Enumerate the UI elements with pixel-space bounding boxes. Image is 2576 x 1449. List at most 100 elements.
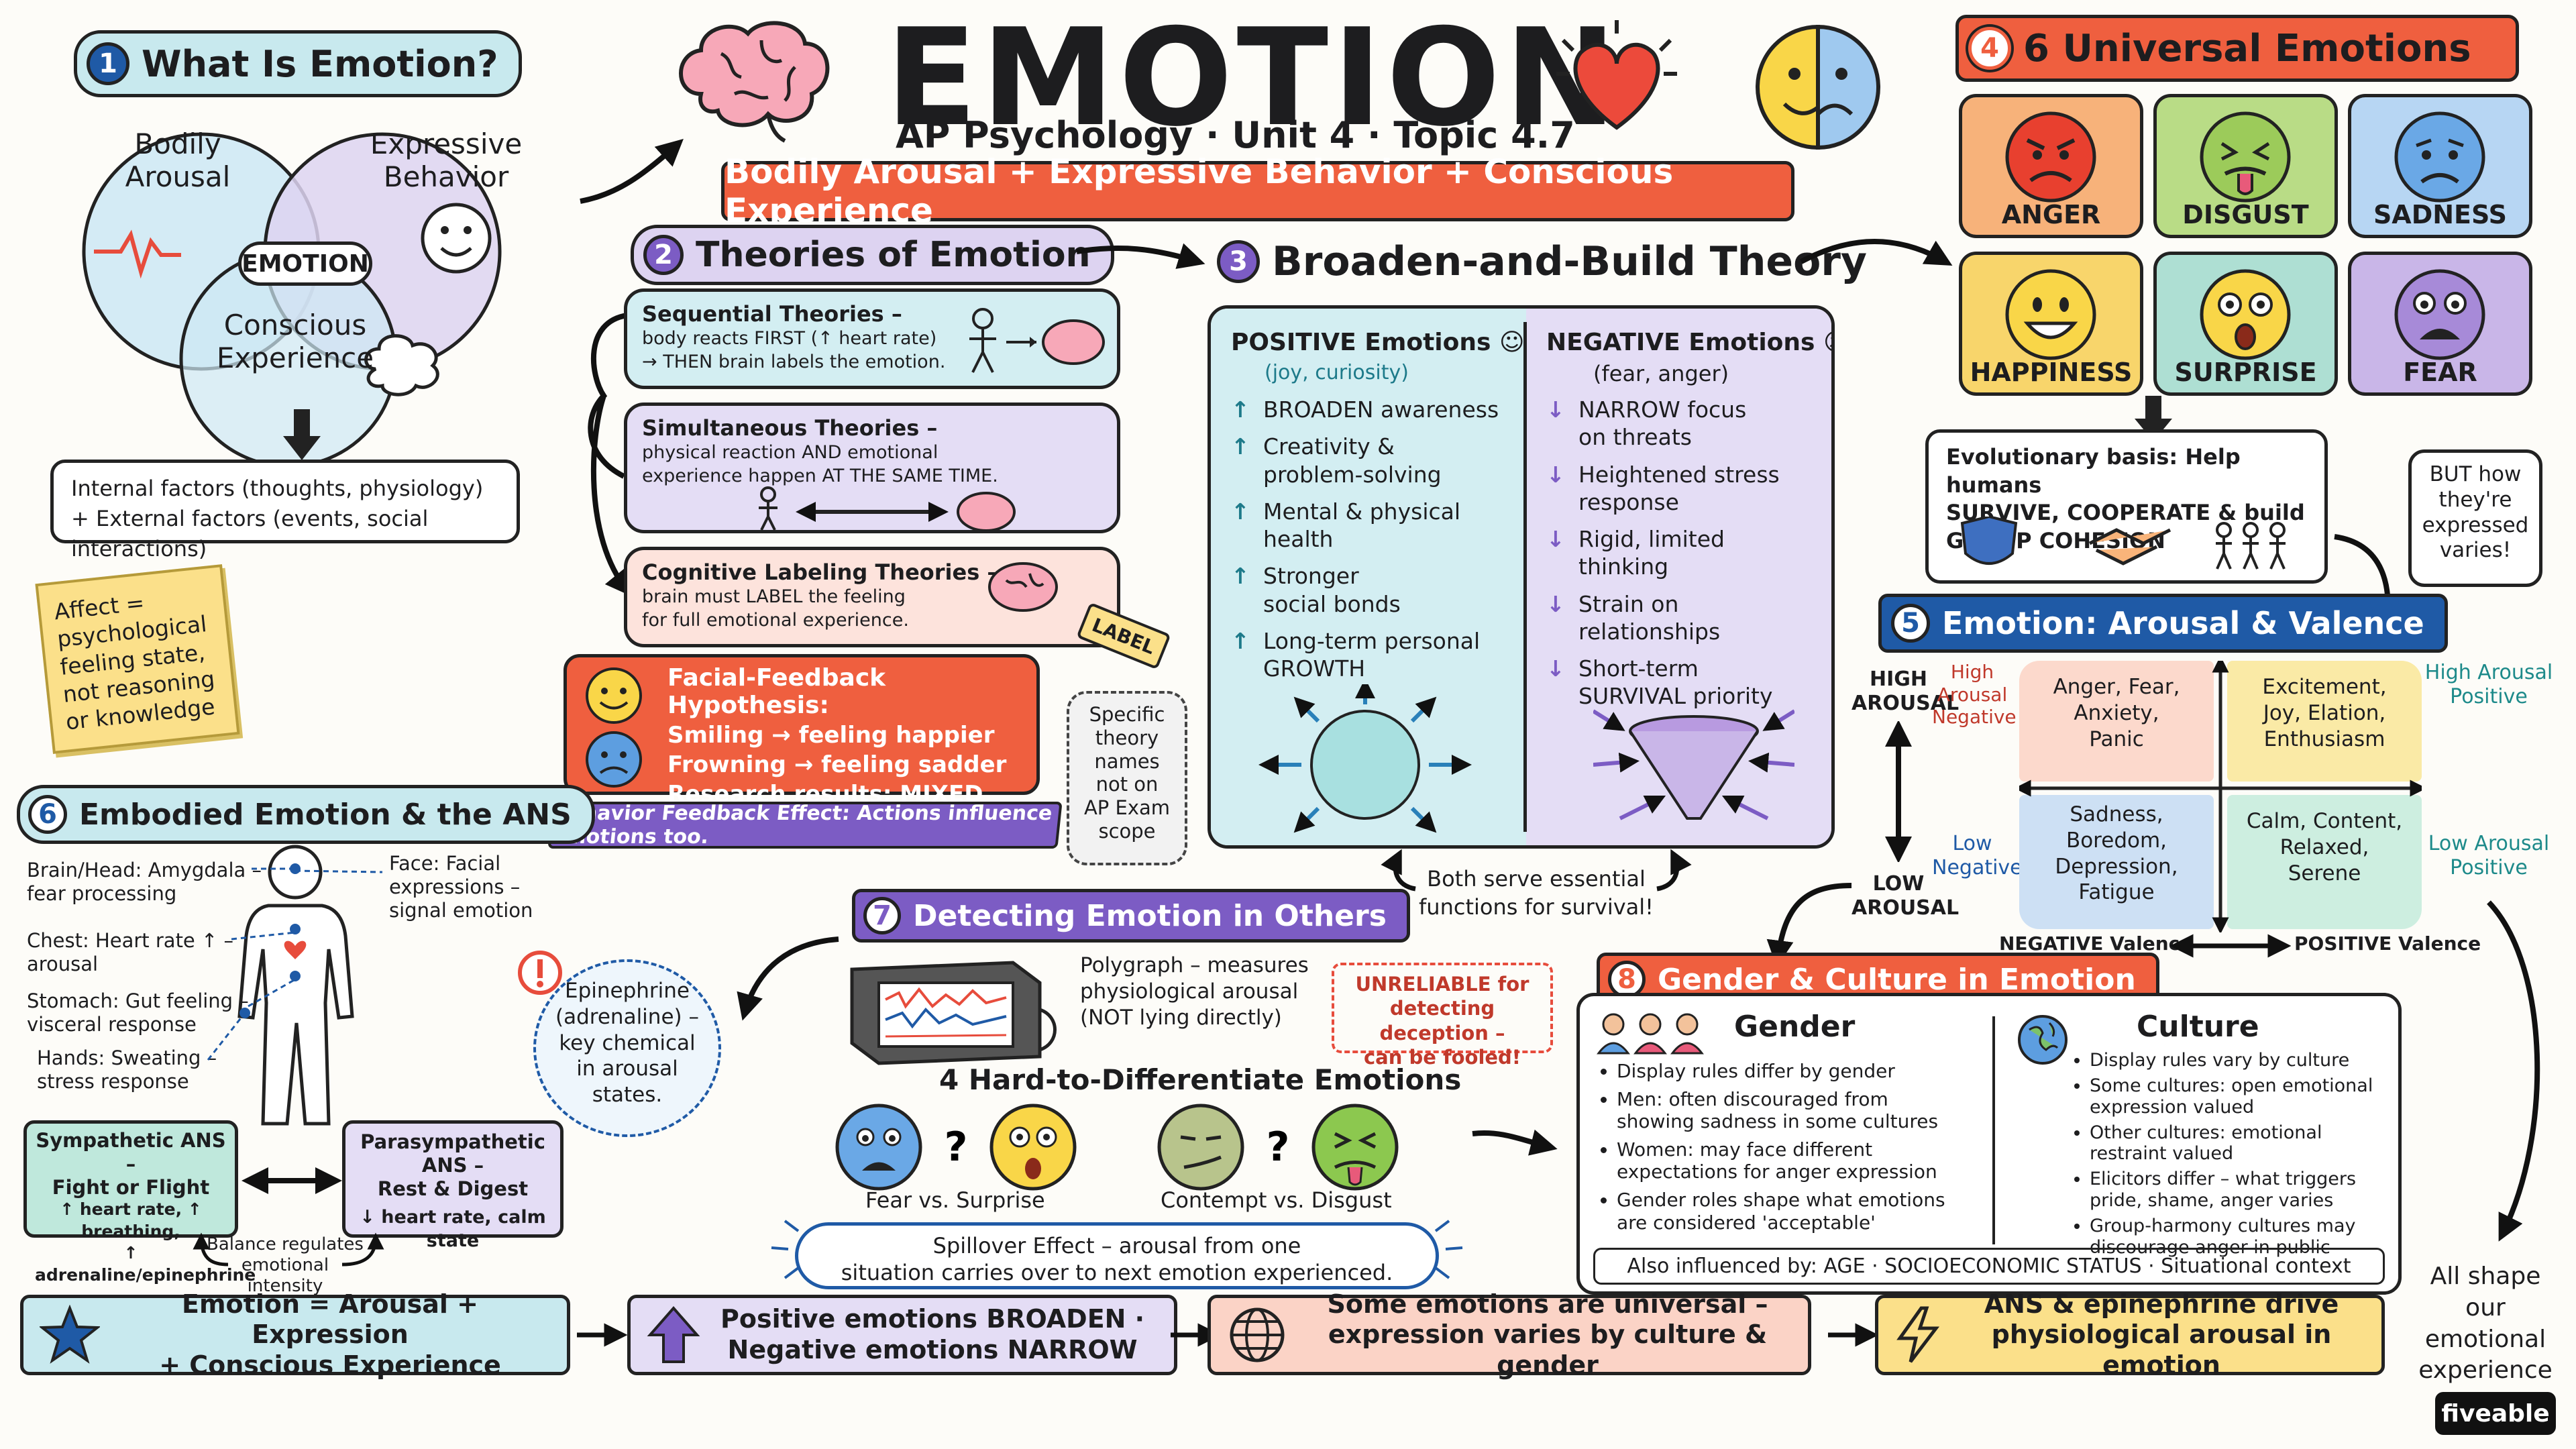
- facial-feedback-title: Facial-Feedback Hypothesis:: [667, 664, 886, 719]
- quadrant-high-negative: Anger, Fear, Anxiety, Panic: [2019, 661, 2214, 782]
- svg-text:?: ?: [945, 1124, 968, 1171]
- facial-feedback-frowning: Frowning → feeling sadder: [667, 751, 1007, 778]
- footer-card-4-text: ANS & epinephrine drive physiological ar…: [1984, 1289, 2339, 1380]
- simultaneous-theories-title: Simultaneous Theories –: [642, 415, 938, 441]
- subtitle: AP Psychology · Unit 4 · Topic 4.7: [896, 114, 1575, 156]
- title: EMOTION: [885, 0, 1621, 156]
- globe-icon: [2018, 1015, 2068, 1065]
- negative-title-text: NEGATIVE Emotions: [1546, 329, 1815, 356]
- low-negative-label: Low Negative: [1932, 832, 2023, 879]
- footer-card-1: Emotion = Arousal + Expression + Conscio…: [20, 1289, 570, 1380]
- footer-arrow-2: [1167, 1318, 1222, 1352]
- chest-heart-rate-label: Chest: Heart rate ↑ – arousal: [27, 929, 234, 975]
- positive-title: POSITIVE Emotions ☺: [1231, 329, 1525, 356]
- negative-item: ↓NARROW focus on threats: [1546, 396, 1747, 451]
- emotion-sadness-label: SADNESS: [2373, 200, 2508, 229]
- gender-item: Men: often discouraged from showing sadn…: [1617, 1088, 1979, 1133]
- gender-item: Gender roles shape what emotions are con…: [1617, 1189, 1979, 1234]
- positive-list: ↑BROADEN awareness ↑Creativity & problem…: [1231, 396, 1519, 682]
- also-influenced-bar: Also influenced by: AGE · SOCIOECONOMIC …: [1593, 1248, 2385, 1285]
- gender-item: Display rules differ by gender: [1617, 1060, 1979, 1083]
- emotion-sadness: SADNESS: [2348, 94, 2532, 238]
- positive-item: ↑Stronger social bonds: [1231, 563, 1401, 617]
- balance-regulates-note: Balance regulates emotional intensity: [207, 1234, 364, 1297]
- quadrant-low-negative: Sadness, Boredom, Depression, Fatigue: [2019, 795, 2214, 929]
- emotion-anger: ANGER: [1959, 94, 2143, 238]
- contempt-vs-disgust-label: Contempt vs. Disgust: [1161, 1187, 1392, 1213]
- positive-title-text: POSITIVE Emotions: [1231, 329, 1491, 356]
- svg-text:?: ?: [1267, 1124, 1290, 1171]
- culture-item: Group-harmony cultures may discourage an…: [2090, 1216, 2398, 1258]
- positive-item: ↑BROADEN awareness: [1231, 396, 1499, 423]
- emotion-happiness-label: HAPPINESS: [1970, 358, 2133, 387]
- gender-culture-divider: [1992, 1016, 1995, 1244]
- column-divider: [1523, 322, 1527, 832]
- heart-icon: [1543, 13, 1690, 141]
- high-arousal-label: HIGH AROUSAL: [1851, 667, 1960, 715]
- broaden-build-box: POSITIVE Emotions ☺ (joy, curiosity) ↑BR…: [1208, 305, 1835, 849]
- quadrant-high-positive: Excitement, Joy, Elation, Enthusiasm: [2227, 661, 2422, 782]
- fear-surprise-faces: ?: [832, 1100, 1080, 1201]
- gender-list: Display rules differ by gender Men: ofte…: [1617, 1060, 1979, 1234]
- negative-valence-label: NEGATIVE Valence: [1999, 932, 2193, 955]
- section-2-title: Theories of Emotion: [696, 235, 1091, 275]
- brain-icon: [661, 13, 842, 148]
- brain-amygdala-label: Brain/Head: Amygdala – fear processing: [27, 859, 262, 905]
- parasympathetic-ans-box: Parasympathetic ANS – Rest & Digest ↓ he…: [342, 1120, 564, 1251]
- venn-expressive-behavior: Expressive Behavior: [370, 127, 523, 193]
- hard-emotions-heading: 4 Hard-to-Differentiate Emotions: [939, 1063, 1462, 1096]
- happy-face-icon: [2005, 269, 2096, 360]
- evolutionary-basis-text: Evolutionary basis: Help humans SURVIVE,…: [1946, 444, 2305, 553]
- body-figure: [215, 842, 376, 1130]
- positive-item: ↑Long-term personal GROWTH: [1231, 627, 1481, 682]
- shield-handshake-people-icons: [1960, 517, 2286, 570]
- low-arousal-label: LOW AROUSAL: [1851, 872, 1960, 920]
- emotion-disgust-label: DISGUST: [2182, 200, 2309, 229]
- culture-item: Elicitors differ – what triggers pride, …: [2090, 1169, 2398, 1212]
- high-arousal-negative-label: High Arousal Negative: [1932, 661, 2017, 729]
- culture-item: Some cultures: open emotional expression…: [2090, 1075, 2398, 1118]
- cognitive-labeling-body: brain must LABEL the feeling for full em…: [642, 586, 909, 631]
- footer-card-1-text: Emotion = Arousal + Expression + Conscio…: [159, 1289, 501, 1380]
- emotion-fear: FEAR: [2348, 252, 2532, 396]
- footer-card-2-text: Positive emotions BROADEN · Negative emo…: [720, 1304, 1145, 1364]
- contempt-disgust-faces: ?: [1154, 1100, 1402, 1201]
- brain-small-icon: [988, 562, 1058, 612]
- epinephrine-note: Epinephrine (adrenaline) – key chemical …: [533, 959, 721, 1137]
- person-both-arrow-brain-icon: [759, 486, 1016, 532]
- behavior-feedback-banner: Behavior Feedback Effect: Actions influe…: [547, 802, 1063, 849]
- negative-item: ↓Rigid, limited thinking: [1546, 526, 1725, 580]
- polygraph-machine-icon: [839, 943, 1060, 1070]
- section-4-title: 6 Universal Emotions: [2023, 26, 2471, 70]
- low-arousal-positive-label: Low Arousal Positive: [2428, 832, 2550, 879]
- sympathetic-title: Sympathetic ANS – Fight or Flight: [36, 1129, 226, 1199]
- globe-grid-icon: [1230, 1307, 1285, 1362]
- arrow-to-section-4: [1800, 239, 1953, 266]
- evolutionary-basis-box: Evolutionary basis: Help humans SURVIVE,…: [1925, 429, 2328, 584]
- negative-item: ↓Heightened stress response: [1546, 461, 1780, 515]
- culture-heading: Culture: [2137, 1010, 2259, 1044]
- body-connector-lines: [207, 867, 383, 1061]
- both-arrows: [1381, 849, 1692, 892]
- negative-title: NEGATIVE Emotions ☹: [1546, 329, 1831, 356]
- positive-subtitle: (joy, curiosity): [1265, 361, 1409, 384]
- section-7-number: 7: [863, 897, 901, 934]
- culture-item: Display rules vary by culture: [2090, 1050, 2398, 1071]
- section-3-title: Broaden-and-Build Theory: [1272, 238, 1868, 285]
- fear-face-icon: [2394, 269, 2485, 360]
- definition-banner: Bodily Arousal + Expressive Behavior + C…: [721, 152, 1794, 230]
- angry-face-icon: [2005, 111, 2096, 203]
- cognitive-labeling-title: Cognitive Labeling Theories –: [642, 559, 998, 585]
- all-shape-note: All shape our emotional experience: [2418, 1263, 2553, 1385]
- footer-card-3-text: Some emotions are universal – expression…: [1327, 1289, 1768, 1380]
- emotion-anger-label: ANGER: [2001, 200, 2101, 229]
- section-4-number: 4: [1968, 27, 2011, 70]
- theories-bracket-arrows: [588, 313, 637, 610]
- footer-arrow-1: [574, 1318, 628, 1352]
- polygraph-description: Polygraph – measures physiological arous…: [1080, 953, 1309, 1030]
- negative-list: ↓NARROW focus on threats ↓Heightened str…: [1546, 396, 1828, 710]
- spillover-effect-note: Spillover Effect – arousal from one situ…: [795, 1222, 1439, 1289]
- sympathetic-body: ↑ heart rate, ↑ breathing, ↑ adrenaline/…: [35, 1199, 256, 1285]
